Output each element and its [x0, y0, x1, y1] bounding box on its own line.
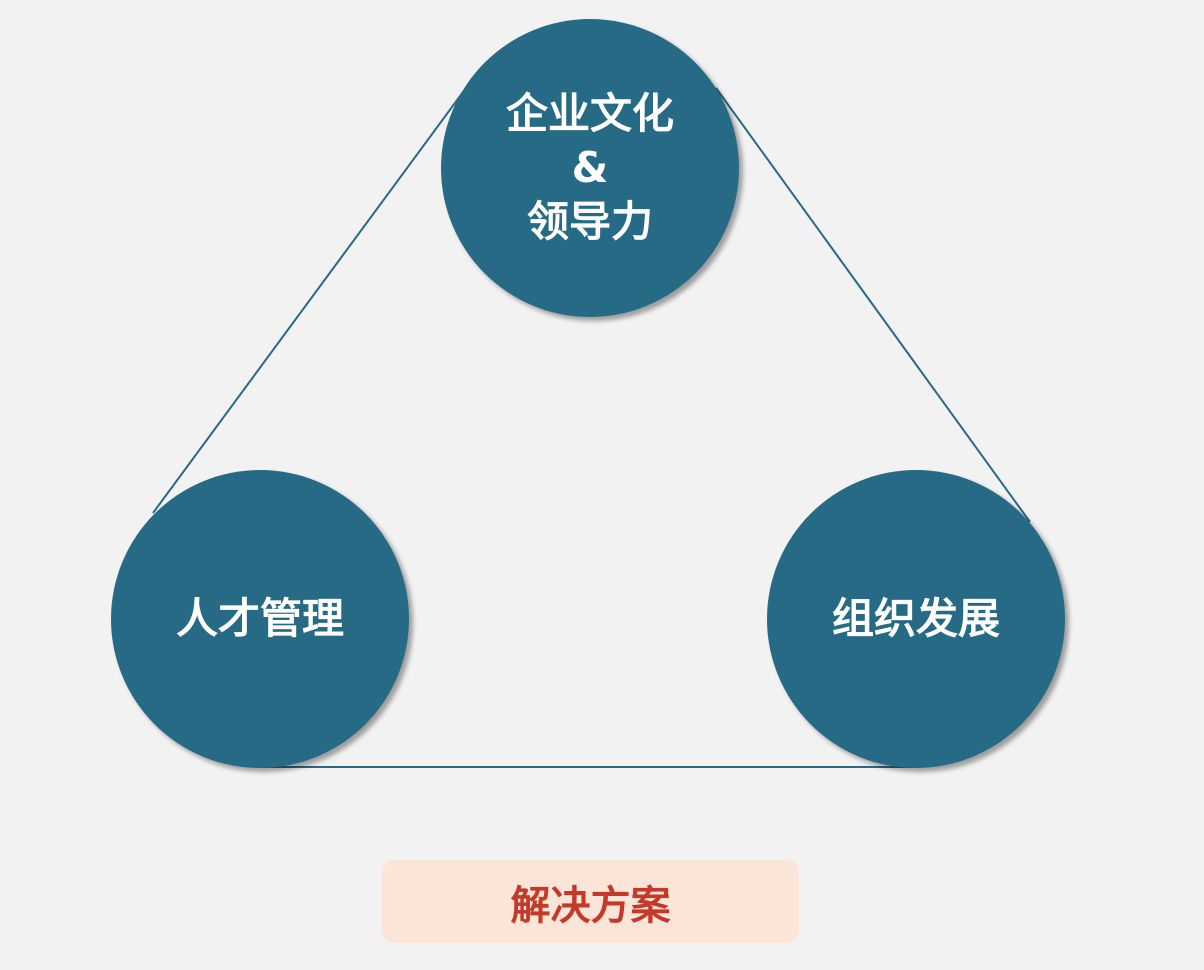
solution-label: 解决方案: [510, 882, 671, 929]
connector-top-left: [152, 87, 467, 514]
node-label: 企业文化: [505, 89, 674, 138]
node-label: 领导力: [526, 197, 653, 246]
node-label: 组织发展: [831, 594, 1000, 643]
node-organization-development: 组织发展: [767, 470, 1065, 768]
connector-top-right: [715, 87, 1031, 523]
node-talent-management: 人才管理: [111, 470, 409, 768]
solution-label-box: 解决方案: [382, 860, 799, 943]
node-label: 人才管理: [175, 594, 344, 643]
node-label: &: [571, 143, 609, 192]
node-culture-leadership: 企业文化 & 领导力: [441, 19, 739, 317]
